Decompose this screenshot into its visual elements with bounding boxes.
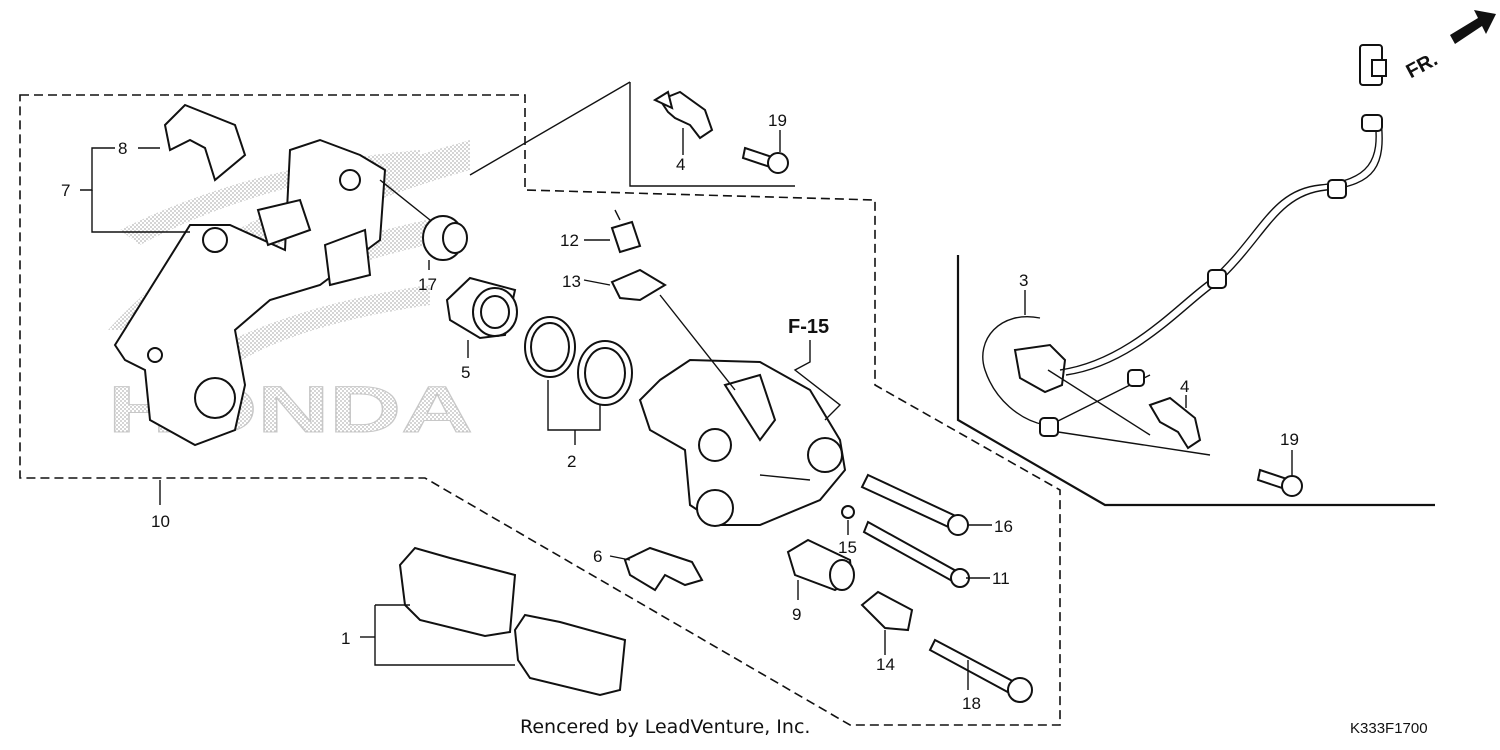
group-outline-4-19 xyxy=(629,82,795,187)
callout-1: 1 xyxy=(341,629,350,648)
callout-12: 12 xyxy=(560,231,579,250)
pin-boot xyxy=(379,179,468,261)
bleeder-valve xyxy=(610,209,642,254)
caliper-body xyxy=(638,358,847,527)
callout-4-top: 4 xyxy=(676,155,685,174)
front-direction-arrow-icon: FR. xyxy=(1403,10,1496,83)
callout-9: 9 xyxy=(792,605,801,624)
callout-19-top: 19 xyxy=(768,111,787,130)
callout-3: 3 xyxy=(1019,271,1028,290)
wheel-speed-sensor xyxy=(982,44,1387,456)
front-direction-label: FR. xyxy=(1403,48,1442,83)
sensor-clamp xyxy=(1148,396,1202,450)
callout-11: 11 xyxy=(992,569,1010,588)
callout-18: 18 xyxy=(962,694,981,713)
callout-19-sensor: 19 xyxy=(1280,430,1299,449)
boot-9 xyxy=(786,538,855,592)
render-credit: Rencered by LeadVenture, Inc. xyxy=(520,716,810,738)
leader-lines xyxy=(80,128,1293,690)
bolt-18 xyxy=(928,638,1033,703)
callout-labels: 1 2 3 4 4 5 6 7 8 9 10 11 12 13 14 15 16… xyxy=(61,111,1299,713)
pad-retainer xyxy=(623,546,704,592)
leader-line xyxy=(469,81,631,176)
sensor-group-outline xyxy=(956,255,1435,507)
bleeder-cap xyxy=(610,268,736,391)
pad-spring xyxy=(163,103,247,182)
callout-6: 6 xyxy=(593,547,602,566)
callout-5: 5 xyxy=(461,363,470,382)
callout-4-sensor: 4 xyxy=(1180,377,1189,396)
callout-17: 17 xyxy=(418,275,437,294)
group-outline-10 xyxy=(19,94,1061,726)
reference-label-f15: F-15 xyxy=(788,316,829,338)
washer-15 xyxy=(841,505,855,519)
callout-7: 7 xyxy=(61,181,70,200)
callout-10: 10 xyxy=(151,512,170,531)
brake-pads xyxy=(398,546,627,697)
sensor-clamp-top xyxy=(652,90,714,140)
clamp-bolt-top xyxy=(741,146,789,174)
callout-15: 15 xyxy=(838,538,857,557)
callout-2: 2 xyxy=(567,452,576,471)
pin-16 xyxy=(860,473,969,536)
callout-16: 16 xyxy=(994,517,1013,536)
caliper-piston xyxy=(445,276,518,340)
callout-14: 14 xyxy=(876,655,895,674)
caliper-bracket xyxy=(113,138,387,447)
callout-8: 8 xyxy=(118,139,127,158)
callout-13: 13 xyxy=(562,272,581,291)
diagram-code: K333F1700 xyxy=(1350,720,1428,737)
clamp-bolt-sensor xyxy=(1256,468,1303,497)
piston-seals xyxy=(524,316,633,406)
sleeve-14 xyxy=(860,590,914,632)
